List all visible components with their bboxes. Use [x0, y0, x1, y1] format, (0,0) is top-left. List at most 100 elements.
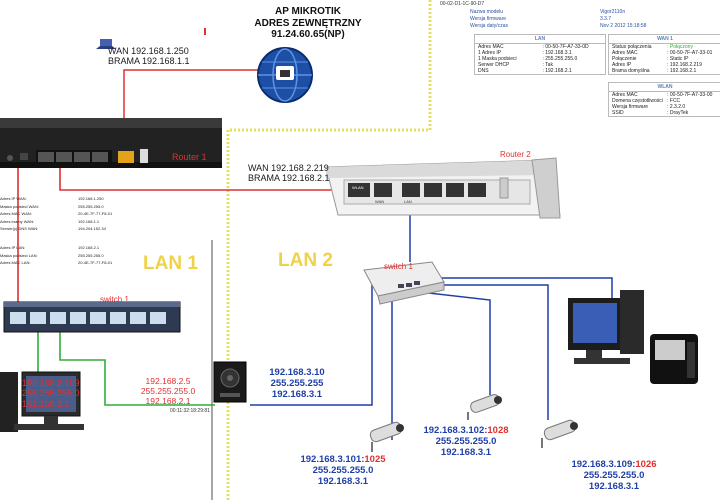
- blue-cable-cam2: [419, 291, 491, 395]
- switch-left-device: [3, 301, 181, 333]
- cam2-ip-line: 192.168.3.102:1028: [418, 425, 514, 437]
- cam3-ip: 192.168.3.109:: [571, 459, 636, 470]
- globe-icon: [257, 47, 313, 103]
- wlan-panel: WLAN Adres MAC: 00-50-7F-A7-33-00 Domena…: [608, 82, 720, 117]
- red-cable-routers: [59, 162, 345, 191]
- lan-panel: LAN Adres MAC: 00-50-7F-A7-33-0D 1 Adres…: [474, 34, 606, 75]
- camera-icon-2: [467, 394, 502, 420]
- cam2-gw: 192.168.3.1: [440, 446, 492, 458]
- cam3-port: 1026: [635, 459, 657, 470]
- lan-boundary-dashed: [226, 0, 432, 500]
- nvr-lan1-mask: 255.255.255.0: [140, 385, 196, 396]
- lan-row-1: 1 Adres IP: 192.168.3.1: [478, 50, 572, 56]
- wan-row-2: Połączenie: Static IP: [612, 56, 689, 62]
- nvr-lan2-label: 192.168.3.10 255.255.255 192.168.3.1: [262, 367, 332, 401]
- cam1-ip-line: 192.168.3.101:1025: [295, 454, 391, 466]
- top-mac: 00-02-D1-1C-90-D7: [440, 1, 485, 7]
- wan-row-0: Status połączenia: Połączony: [612, 44, 693, 50]
- ap-title-line2: ADRES ZEWNĘTRZNY: [254, 17, 362, 29]
- wlan-row-3: SSID: DrayTek: [612, 110, 689, 116]
- nvr-lan1-label: 192.168.2.5 255.255.255.0 192.168.2.1: [136, 376, 200, 406]
- wan-row-3: Adres IP: 192.168.2.219: [612, 62, 702, 68]
- router1-info-row-2: Adres MAC WAN:20-4E-7F-77-F8-01: [0, 211, 113, 217]
- lan-row-0: Adres MAC: 00-50-7F-A7-33-0D: [478, 44, 589, 50]
- camera-icon-1: [369, 421, 404, 452]
- nvr-lan1-ip: 192.168.2.5: [145, 376, 191, 386]
- router2-wan-label: WAN 192.168.2.219 BRAMA 192.168.2.1: [248, 163, 330, 184]
- lan-row-3: Serwer DHCP: Tak: [478, 62, 553, 68]
- cam1-label: 192.168.3.101:1025 255.255.255.0 192.168…: [295, 454, 391, 488]
- cam3-mask: 255.255.255.0: [583, 469, 645, 481]
- wlan-row-2: Wersja firmware: 2.3.2.0: [612, 104, 686, 110]
- pc-left-ip: 192.168.2.109: [22, 378, 80, 388]
- pc-right-device: [568, 290, 698, 384]
- wan-top-line1: WAN 192.168.1.250: [108, 46, 189, 56]
- camera-icon-3: [541, 419, 578, 448]
- wlan-panel-title: WLAN: [609, 83, 720, 92]
- red-mark: [204, 28, 206, 35]
- cam2-label: 192.168.3.102:1028 255.255.255.0 192.168…: [418, 425, 514, 459]
- blue-cable-cam3: [440, 284, 549, 420]
- cam2-port: 1028: [487, 425, 509, 436]
- wlan-row-1: Domena częstotliwości: FCC: [612, 98, 681, 104]
- wan-top-label: WAN 192.168.1.250 BRAMA 192.168.1.1: [108, 46, 190, 67]
- cam3-ip-line: 192.168.3.109:1026: [566, 459, 662, 471]
- lan-row-4: DNS: 192.168.2.1: [478, 68, 572, 74]
- nvr-lan1-gw: 192.168.2.1: [145, 395, 191, 406]
- blue-cable-nvr: [250, 285, 373, 406]
- wan-row-4: Brama domyślna: 192.168.2.1: [612, 68, 697, 74]
- ap-title-line1: AP MIKROTIK: [275, 6, 341, 17]
- wlan-row-0: Adres MAC: 00-50-7F-A7-33-00: [612, 92, 713, 98]
- cam3-gw: 192.168.3.1: [588, 480, 640, 492]
- pc-left-gw: 192.168.2.1: [22, 398, 70, 409]
- router2-port-wlan: WLAN: [352, 185, 364, 190]
- nvr-lan2-mask: 255.255.255: [270, 377, 324, 389]
- cam1-gw: 192.168.3.1: [317, 475, 369, 487]
- router1-info-row-5: Adres IP LAN:192.168.2.1: [0, 244, 100, 250]
- router2-port-lan: LAN: [404, 199, 412, 204]
- cam3-label: 192.168.3.109:1026 255.255.255.0 192.168…: [566, 459, 662, 493]
- ap-ip: 91.24.60.65(NP): [271, 29, 345, 40]
- wan-panel-title: WAN 1: [609, 35, 720, 44]
- lan1-label: LAN 1: [143, 253, 198, 274]
- cam1-mask: 255.255.255.0: [312, 464, 374, 476]
- router1-label: Router 1: [172, 152, 207, 162]
- router1-info-row-3: Adres bramy WAN:192.168.1.1: [0, 218, 100, 224]
- switch-right-device: [363, 261, 445, 305]
- nvr-device: [213, 361, 247, 403]
- cam1-ip: 192.168.3.101:: [300, 454, 365, 465]
- nvr-lan2-ip: 192.168.3.10: [269, 367, 325, 378]
- router1-info: Adres IP WAN:192.168.1.250 Maska podsiec…: [0, 196, 150, 266]
- lan-panel-title: LAN: [475, 35, 605, 44]
- router1-device: [0, 118, 222, 168]
- router1-info-row-0: Adres IP WAN:192.168.1.250: [0, 196, 104, 201]
- router1-info-row-1: Maska podsieci WAN:255.255.255.0: [0, 203, 104, 209]
- wan-row-1: Adres MAC: 00-50-7F-A7-33-01: [612, 50, 713, 56]
- wan-panel: WAN 1 Status połączenia: Połączony Adres…: [608, 34, 720, 75]
- pc-left-device: [0, 371, 84, 432]
- green-cable-nvr: [59, 330, 215, 406]
- cam1-port: 1025: [364, 454, 386, 465]
- ap-title: AP MIKROTIK ADRES ZEWNĘTRZNY 91.24.60.65…: [248, 6, 368, 41]
- blue-cable-pc2: [440, 277, 613, 300]
- switch-left-label: switch 1: [100, 295, 129, 304]
- router2-wan: WAN 192.168.2.219: [248, 163, 329, 173]
- switch-right-label: switch 1: [384, 262, 413, 271]
- pc-left-ip-label: 192.168.2.109 255.255.255.0 192.168.2.1: [22, 378, 80, 409]
- pc-left-mask: 255.255.255.0: [22, 388, 80, 399]
- nvr-mac: 00:11:32:18:29:81: [170, 408, 210, 414]
- router2-label: Router 2: [500, 150, 531, 159]
- wan-top-line2: BRAMA 192.168.1.1: [108, 56, 190, 67]
- router2-device: [325, 157, 561, 219]
- laptop-icon: [96, 39, 116, 49]
- router1-info-row-7: Adres MAC LAN:20-4E-7F-77-F8-01: [0, 260, 113, 266]
- nvr-lan2-gw: 192.168.3.1: [271, 388, 323, 400]
- cam2-mask: 255.255.255.0: [435, 435, 497, 447]
- router2-port-wan: WAN: [375, 199, 385, 204]
- router2-brama: BRAMA 192.168.2.1: [248, 173, 330, 184]
